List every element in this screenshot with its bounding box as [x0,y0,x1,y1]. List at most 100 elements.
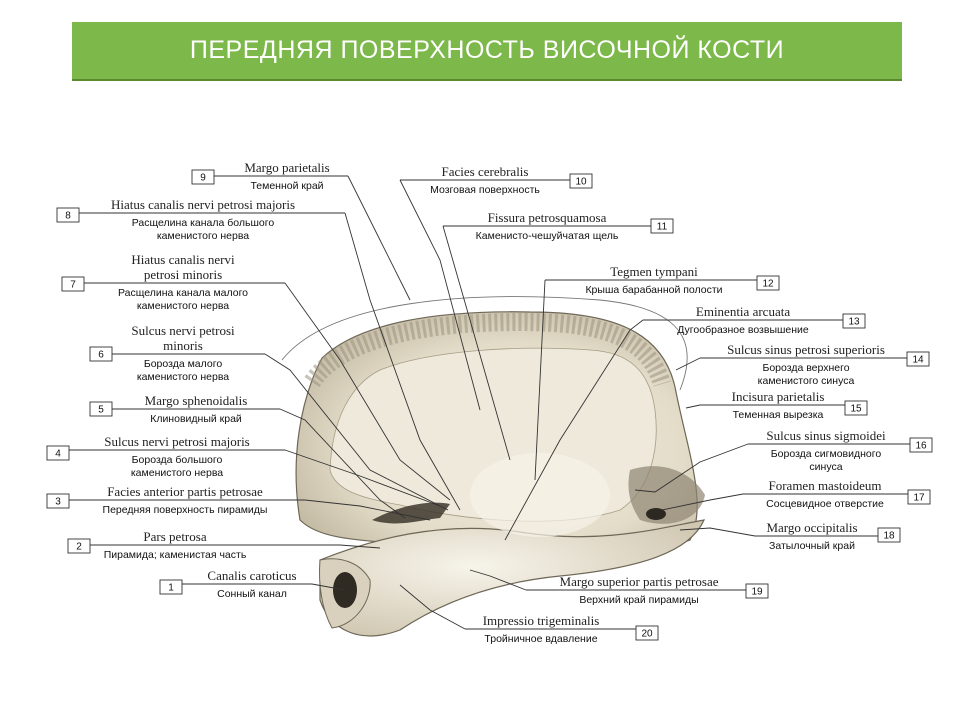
bone-mastoid-shadow [628,466,705,524]
callout-leader-line [279,408,406,519]
callout-latin-term: Sulcus sinus petrosi superioris [727,342,885,357]
callout-number: 8 [65,211,71,222]
callout-russian-term: Борозда малого [144,358,223,370]
callout-number: 1 [168,583,174,594]
callout-number: 19 [751,587,763,598]
callout-number: 18 [883,531,895,542]
callout-number: 12 [762,279,774,290]
callout-number: 5 [98,405,104,416]
callout-number: 9 [200,173,206,184]
callout-leader-line [284,449,441,507]
callout-number: 10 [575,177,587,188]
callout-number-box [907,489,931,505]
callout-number-box [842,313,866,329]
callout-russian-term: Затылочный край [769,540,855,552]
callout-number-box [159,579,183,595]
callout-russian-term: каменистого нерва [131,467,223,479]
callout-latin-term: Facies cerebralis [442,164,529,179]
callout-number: 15 [850,404,862,415]
callout-number: 4 [55,449,61,460]
callout-latin-term: Hiatus canalis nervi petrosi majoris [111,197,295,212]
callout-number-box [844,400,868,416]
callout-number: 20 [641,629,653,640]
callout-number: 13 [848,317,860,328]
callout-latin-term: Margo parietalis [244,160,329,175]
callout-russian-term: Расщелина канала малого [118,287,248,299]
callout-number-box [89,346,113,362]
callout-russian-term: Пирамида; каменистая часть [104,549,247,561]
callout-leader-line [504,319,644,541]
callout-latin-term: Eminentia arcuata [696,304,790,319]
callout-latin-term: Sulcus nervi petrosi [131,323,235,338]
callout-latin-term: Foramen mastoideum [768,478,881,493]
bone-serrated-rim [304,312,671,388]
callout-russian-term: Мозговая поверхность [430,184,540,196]
bone-outline-arc [281,296,688,391]
callout-russian-term: Крыша барабанной полости [585,284,722,296]
callout-latin-term: Margo superior partis petrosae [560,574,719,589]
callout-number-box [756,275,780,291]
callout-russian-term: Теменная вырезка [733,409,824,421]
bone-foramen-mastoideum [646,508,666,520]
callout-latin-term: Sulcus nervi petrosi majoris [104,434,250,449]
callout-number: 16 [915,441,927,452]
callout-leader-line [534,279,546,481]
callout-leader-line [304,499,431,521]
callout-russian-term: каменистого нерва [137,300,229,312]
callout-leader-line [399,179,481,411]
callout-latin-term: Hiatus canalis nervi [131,252,235,267]
callout-latin-term: Tegmen tympani [610,264,698,279]
callout-leader-line [442,225,511,461]
slide-title: ПЕРЕДНЯЯ ПОВЕРХНОСТЬ ВИСОЧНОЙ КОСТИ [189,36,785,64]
callout-russian-term: Тройничное вдавление [484,633,597,645]
callout-latin-term: Canalis caroticus [207,568,296,583]
callout-leader-line [347,175,411,301]
callout-leader-line [661,493,744,511]
callout-8: 8 Hiatus canalis nervi petrosi majorisРас… [56,197,461,511]
callout-leader-line [284,282,451,501]
callout-number: 11 [657,222,668,233]
callout-latin-term: Margo occipitalis [766,520,857,535]
callout-russian-term: Сонный канал [217,588,287,600]
callout-latin-term: Facies anterior partis petrosae [107,484,263,499]
callout-leader-line [399,584,466,630]
callout-latin-term: petrosi minoris [144,267,222,282]
callout-leader-line [675,357,701,371]
callout-leader-line [264,353,449,511]
callout-latin-term: Incisura parietalis [732,389,825,404]
callout-number: 3 [55,497,61,508]
callout-number-box [635,625,659,641]
bone-eminentia-arcuata [470,453,610,537]
callout-number-box [56,207,80,223]
callout-russian-term: Борозда верхнего [762,362,849,374]
callout-russian-term: Каменисто-чешуйчатая щель [476,230,619,242]
callout-russian-term: Расщелина канала большого [132,217,275,229]
callout-leader-line [634,443,749,493]
callout-russian-term: Сосцевидное отверстие [766,498,884,510]
callout-number-box [67,538,91,554]
callout-number-box [909,437,933,453]
callout-leader-line [344,212,461,511]
callout-latin-term: minoris [163,338,203,353]
callout-leader-line [339,544,381,549]
callout-number: 6 [98,350,104,361]
callout-russian-term: каменистого нерва [137,371,229,383]
bone-shadow-crevice [372,502,450,524]
